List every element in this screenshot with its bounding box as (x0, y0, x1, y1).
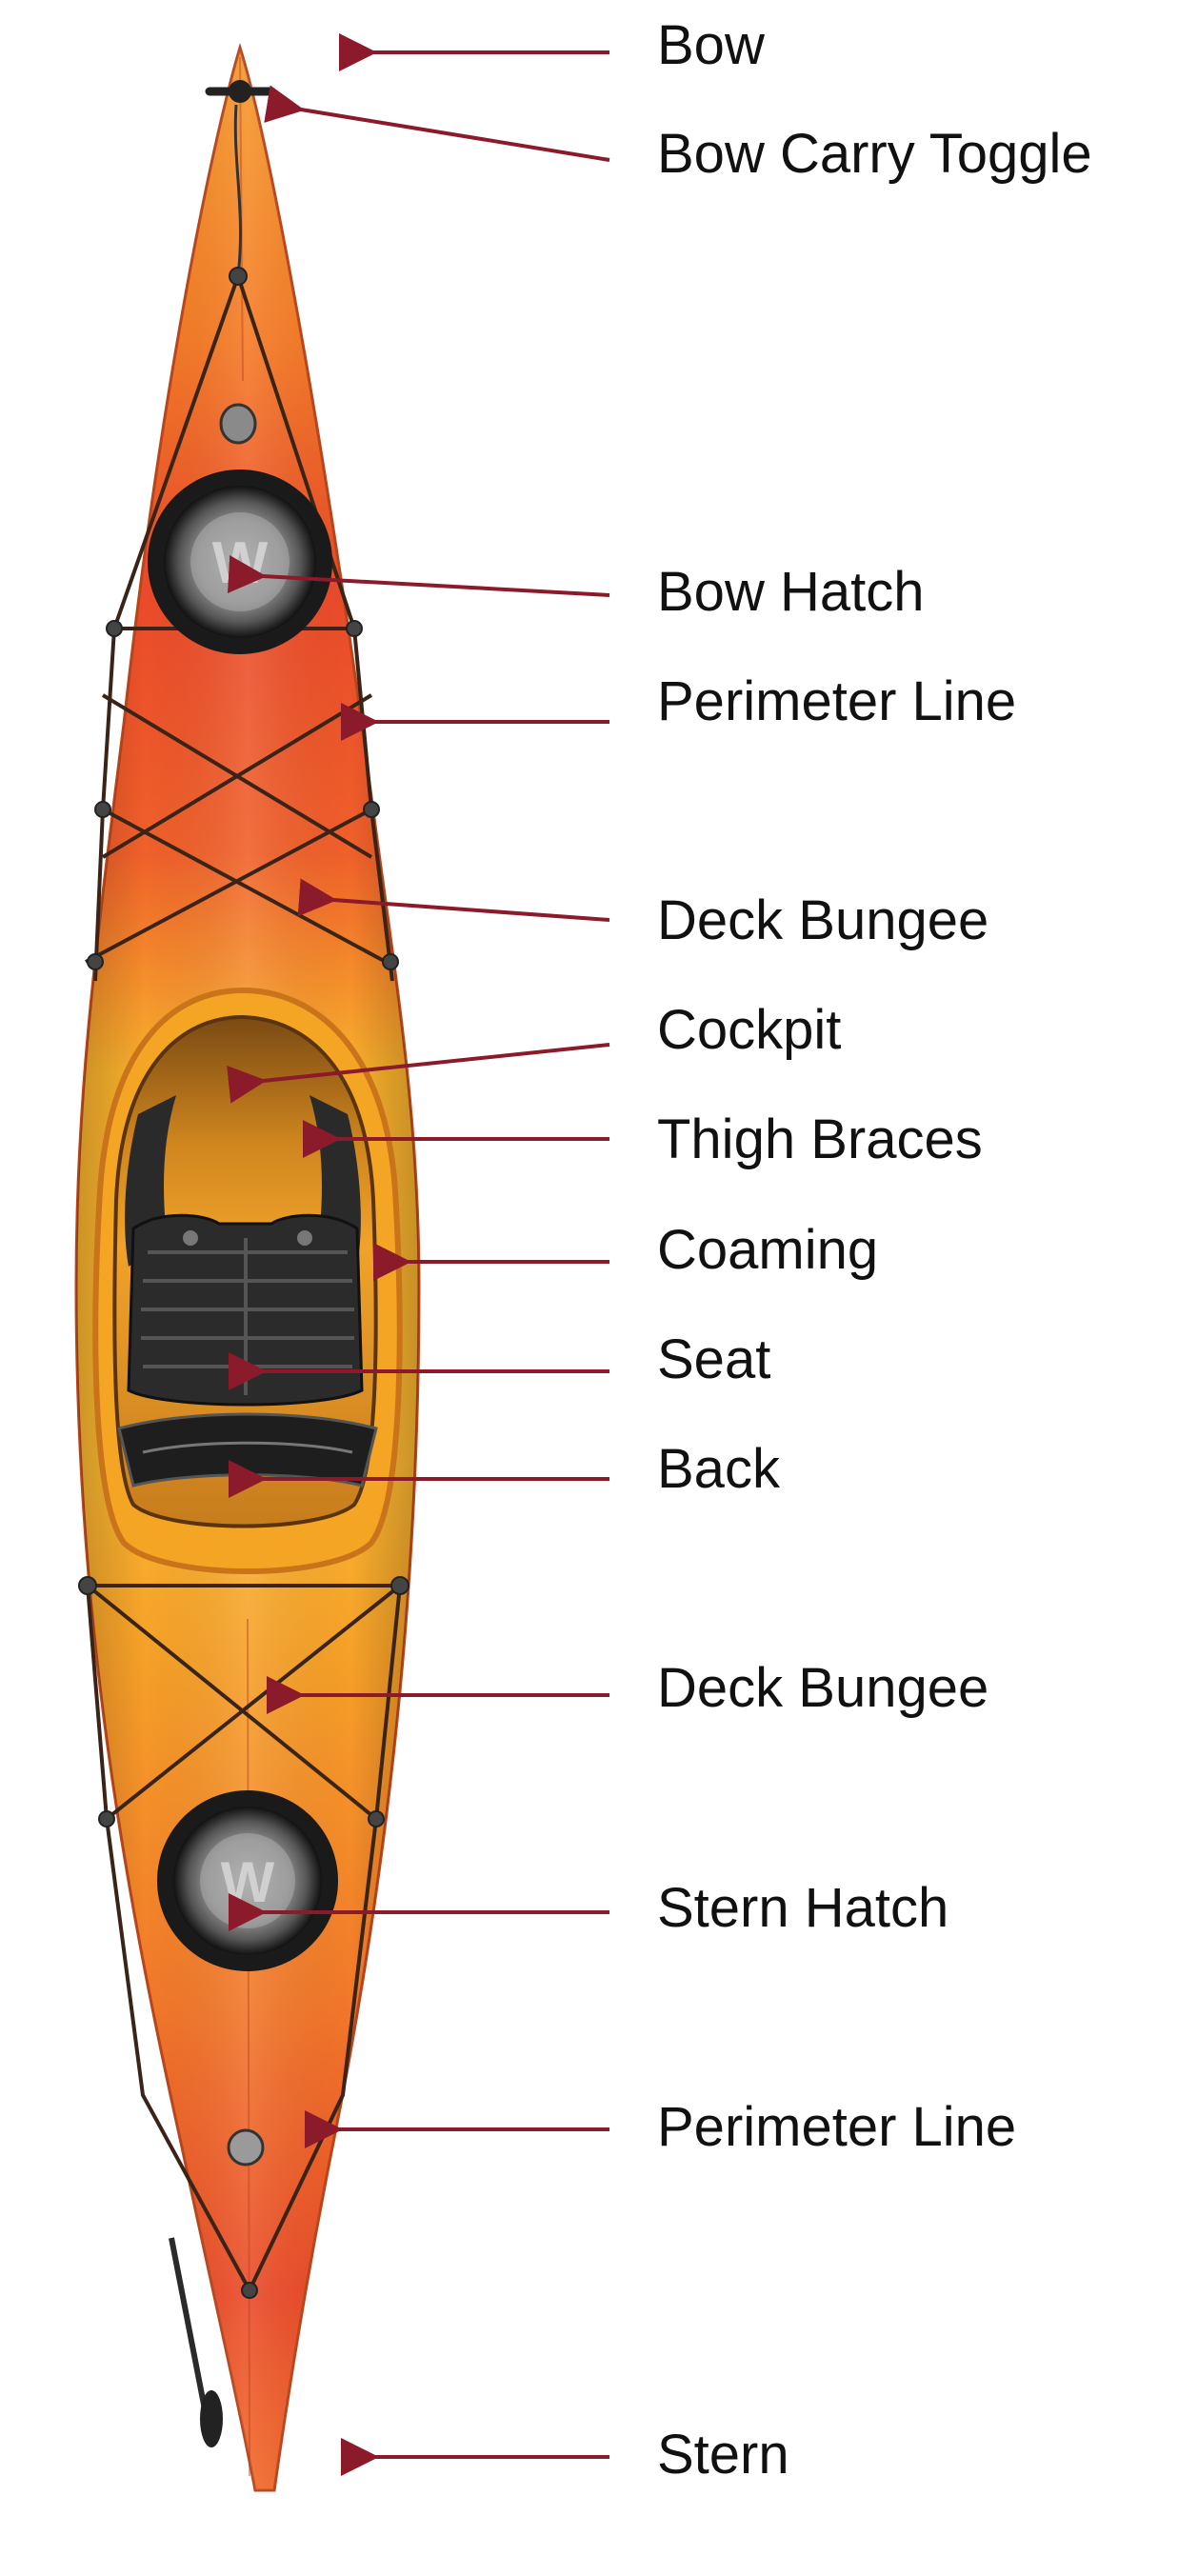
label-perimeter-line-bow: Perimeter Line (657, 674, 1016, 729)
label-seat: Seat (657, 1332, 770, 1388)
bow-hatch-logo: W (212, 530, 269, 596)
bow-deck-fitting (221, 405, 255, 443)
seat-pad (129, 1215, 362, 1405)
label-back: Back (657, 1442, 780, 1497)
stern-deck-fitting (229, 2130, 263, 2165)
label-cockpit: Cockpit (657, 1003, 841, 1058)
label-bow-hatch: Bow Hatch (657, 565, 924, 620)
label-bow-carry-toggle: Bow Carry Toggle (657, 127, 1092, 182)
label-coaming: Coaming (657, 1223, 878, 1278)
label-stern-hatch: Stern Hatch (657, 1881, 948, 1936)
label-deck-bungee-bow: Deck Bungee (657, 893, 988, 949)
label-stern: Stern (657, 2427, 789, 2483)
stern-hatch-logo: W (221, 1850, 275, 1914)
label-bow: Bow (657, 18, 765, 73)
label-perimeter-line-stern: Perimeter Line (657, 2100, 1016, 2155)
label-deck-bungee-stern: Deck Bungee (657, 1661, 988, 1716)
label-thigh-braces: Thigh Braces (657, 1112, 983, 1168)
